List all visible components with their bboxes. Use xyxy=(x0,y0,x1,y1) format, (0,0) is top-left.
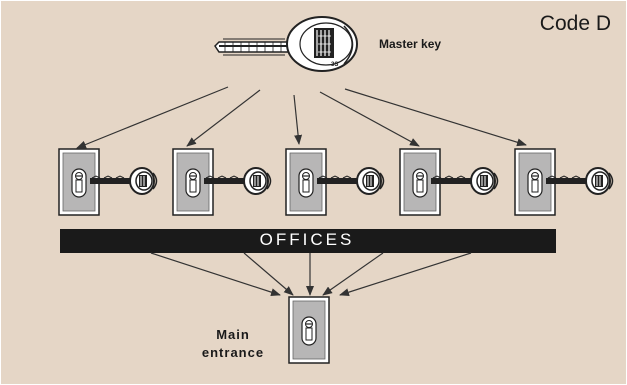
arrow-from-office-5 xyxy=(339,252,472,297)
master-key-label: Master key xyxy=(379,37,442,51)
arrow-to-office-3 xyxy=(293,94,303,145)
arrow-from-office-4 xyxy=(322,252,384,296)
offices-label: OFFICES xyxy=(259,230,355,249)
arrow-to-office-5 xyxy=(344,88,527,147)
arrow-to-office-2 xyxy=(186,89,261,147)
main-entrance-lock-icon xyxy=(288,296,330,364)
arrow-from-office-2 xyxy=(243,252,294,296)
main-entrance-line-1: Main xyxy=(216,327,250,342)
offices-banner xyxy=(60,229,556,253)
arrow-to-office-4 xyxy=(319,91,420,147)
code-label: Code D xyxy=(539,12,611,35)
entrance-arrows xyxy=(150,252,472,297)
arrow-from-office-1 xyxy=(150,252,281,297)
master-key-icon: 3S xyxy=(214,16,358,72)
master-key-arrows xyxy=(76,86,527,149)
arrow-to-office-1 xyxy=(76,86,229,149)
main-entrance-label: Main entrance xyxy=(186,326,280,362)
main-entrance-line-2: entrance xyxy=(201,345,265,360)
svg-text:3S: 3S xyxy=(331,62,338,68)
